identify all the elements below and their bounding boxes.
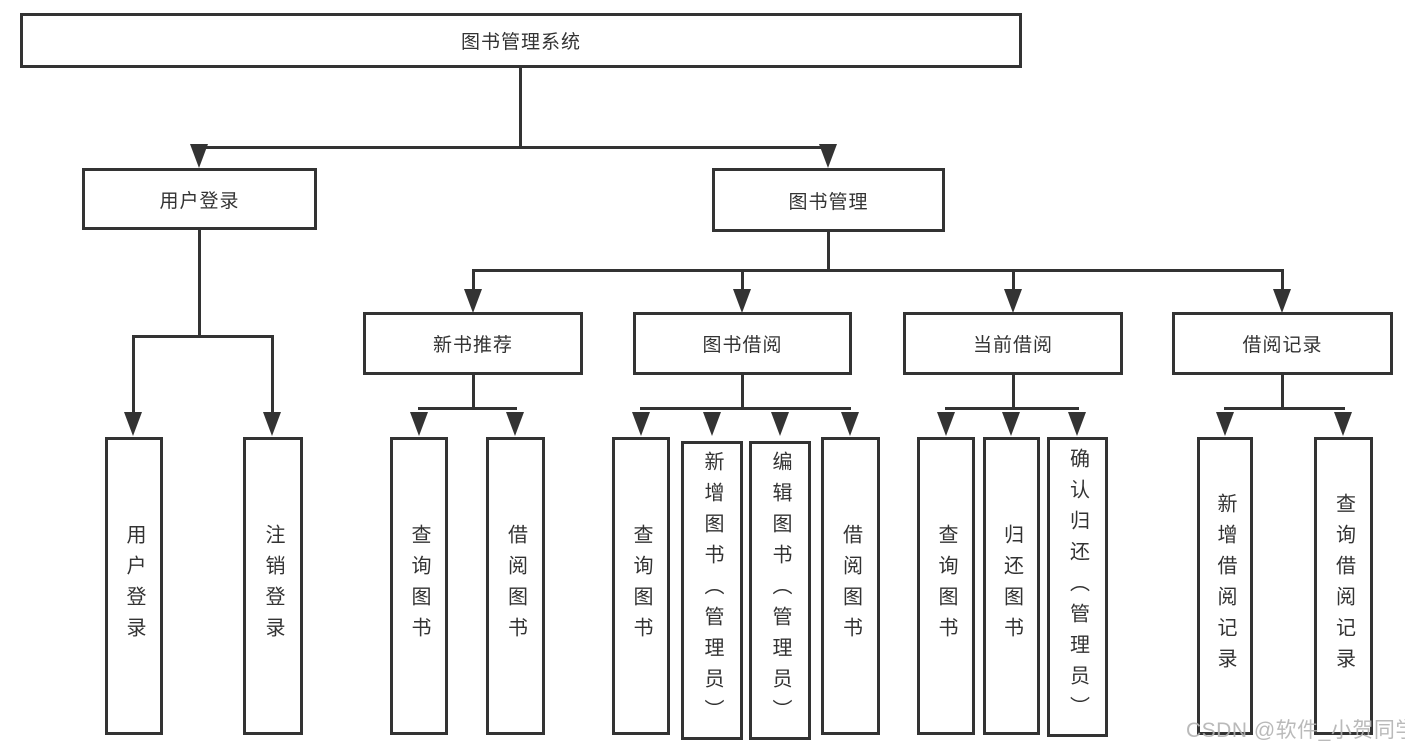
connector-section-stem	[472, 375, 475, 409]
leaf-edit-book-admin: 编辑图书（管理员）	[749, 441, 811, 740]
arrow-down-icon	[464, 289, 482, 313]
arrow-down-icon	[1004, 289, 1022, 313]
connector-user-stem	[198, 230, 201, 337]
node-book-borrow: 图书借阅	[633, 312, 852, 375]
arrow-down-icon	[263, 412, 281, 436]
connector-section-rail	[640, 407, 851, 410]
leaf-confirm-return-admin-label: 确认归还（管理员）	[1066, 447, 1089, 727]
arrow-down-icon	[1334, 412, 1352, 436]
connector-mgmt-drop	[1281, 269, 1284, 295]
connector-root-stem	[519, 68, 522, 148]
leaf-logout-label: 注销登录	[262, 524, 284, 648]
arrow-down-icon	[703, 412, 721, 436]
csdn-watermark: CSDN @软件_小贺同学	[1186, 719, 1405, 742]
leaf-query-book-3: 查询图书	[917, 437, 975, 735]
arrow-down-icon	[632, 412, 650, 436]
node-borrow-record-label: 借阅记录	[1242, 335, 1323, 356]
node-book-borrow-label: 图书借阅	[702, 335, 783, 356]
leaf-edit-book-admin-label: 编辑图书（管理员）	[769, 451, 791, 730]
leaf-borrow-book-1-label: 借阅图书	[504, 524, 527, 648]
arrow-down-icon	[506, 412, 524, 436]
leaf-query-book-1-label: 查询图书	[408, 524, 430, 648]
node-root: 图书管理系统	[20, 13, 1022, 68]
leaf-borrow-book-2: 借阅图书	[821, 437, 880, 735]
connector-mgmt-stem	[827, 232, 830, 271]
leaf-borrow-book-1: 借阅图书	[486, 437, 545, 735]
connector-mgmt-drop	[1012, 269, 1015, 295]
leaf-query-book-2: 查询图书	[612, 437, 670, 735]
arrow-down-icon	[1068, 412, 1086, 436]
connector-user-rail	[132, 335, 274, 338]
arrow-down-icon	[1273, 289, 1291, 313]
connector-section-rail	[945, 407, 1079, 410]
connector-section-rail	[418, 407, 517, 410]
node-borrow-record: 借阅记录	[1172, 312, 1393, 375]
node-book-management: 图书管理	[712, 168, 945, 232]
arrow-down-icon	[771, 412, 789, 436]
leaf-logout: 注销登录	[243, 437, 303, 735]
leaf-confirm-return-admin: 确认归还（管理员）	[1047, 437, 1108, 737]
connector-mgmt-rail	[472, 269, 1284, 272]
leaf-query-book-1: 查询图书	[390, 437, 448, 735]
leaf-add-borrow-record-label: 新增借阅记录	[1214, 493, 1236, 679]
arrow-down-icon	[190, 144, 208, 168]
node-user-login-label: 用户登录	[159, 190, 240, 212]
leaf-user-login: 用户登录	[105, 437, 163, 735]
node-book-management-label: 图书管理	[788, 191, 869, 213]
arrow-down-icon	[937, 412, 955, 436]
connector-root-rail	[198, 146, 831, 149]
node-new-book-recommend: 新书推荐	[363, 312, 583, 375]
leaf-query-borrow-record-label: 查询借阅记录	[1332, 493, 1355, 679]
node-new-book-recommend-label: 新书推荐	[432, 335, 513, 356]
connector-section-stem	[741, 375, 744, 409]
connector-user-drop	[132, 335, 135, 415]
leaf-add-book-admin-label: 新增图书（管理员）	[701, 451, 723, 730]
leaf-add-borrow-record: 新增借阅记录	[1197, 437, 1253, 735]
connector-section-stem	[1012, 375, 1015, 409]
node-user-login: 用户登录	[82, 168, 317, 230]
leaf-query-borrow-record: 查询借阅记录	[1314, 437, 1373, 735]
connector-mgmt-drop	[472, 269, 475, 295]
leaf-query-book-3-label: 查询图书	[935, 524, 957, 648]
arrow-down-icon	[733, 289, 751, 313]
connector-section-stem	[1281, 375, 1284, 409]
connector-section-rail	[1224, 407, 1345, 410]
arrow-down-icon	[1216, 412, 1234, 436]
connector-user-drop	[271, 335, 274, 415]
arrow-down-icon	[1002, 412, 1020, 436]
arrow-down-icon	[819, 144, 837, 168]
leaf-return-book: 归还图书	[983, 437, 1040, 735]
leaf-borrow-book-2-label: 借阅图书	[839, 524, 862, 648]
arrow-down-icon	[124, 412, 142, 436]
leaf-user-login-label: 用户登录	[123, 524, 145, 648]
leaf-query-book-2-label: 查询图书	[630, 524, 652, 648]
arrow-down-icon	[410, 412, 428, 436]
node-current-borrow: 当前借阅	[903, 312, 1123, 375]
leaf-add-book-admin: 新增图书（管理员）	[681, 441, 743, 740]
node-current-borrow-label: 当前借阅	[972, 335, 1053, 356]
node-root-label: 图书管理系统	[460, 32, 581, 53]
connector-mgmt-drop	[741, 269, 744, 295]
leaf-return-book-label: 归还图书	[1000, 524, 1023, 648]
arrow-down-icon	[841, 412, 859, 436]
